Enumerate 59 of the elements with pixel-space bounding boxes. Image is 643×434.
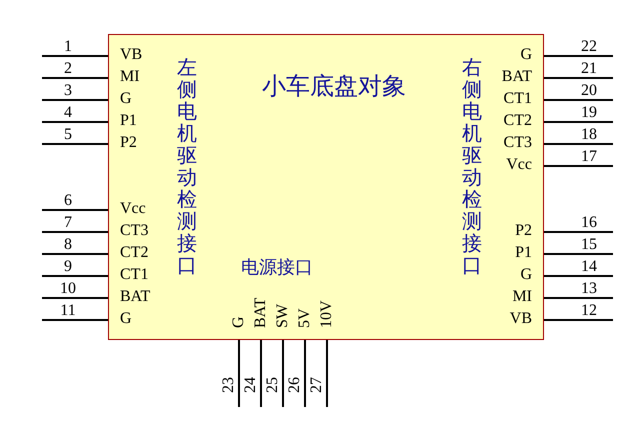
pin-number: 2 — [64, 61, 72, 77]
pin-number: 21 — [581, 61, 597, 77]
component-body — [108, 34, 544, 340]
pin-number: 6 — [64, 193, 72, 209]
pin-name: G — [120, 311, 132, 328]
pin-name: G — [520, 267, 532, 284]
vertical-heading: 右侧电机驱动检测接口 — [462, 57, 482, 277]
pin-number: 20 — [581, 83, 597, 99]
pin-name: 5V — [297, 308, 313, 328]
pin-number: 3 — [64, 83, 72, 99]
pin-name: 10V — [319, 300, 335, 328]
pin-name: G — [231, 316, 247, 328]
pin-name: CT2 — [504, 113, 532, 130]
pin-number: 9 — [64, 259, 72, 275]
pin-name: Vcc — [506, 157, 532, 174]
pin-name: SW — [275, 304, 291, 328]
pin-name: P1 — [120, 113, 137, 130]
pin-name: VB — [120, 47, 142, 64]
pin-number: 27 — [309, 377, 325, 393]
pin-name: CT3 — [504, 135, 532, 152]
pin-name: P1 — [515, 245, 532, 262]
pin-name: BAT — [502, 69, 532, 86]
pin-number: 15 — [581, 237, 597, 253]
pin-number: 5 — [64, 127, 72, 143]
pin-number: 10 — [60, 281, 76, 297]
pin-number: 17 — [581, 149, 597, 165]
pin-number: 4 — [64, 105, 72, 121]
pin-name: Vcc — [120, 201, 146, 218]
pin-number: 13 — [581, 281, 597, 297]
pin-name: P2 — [120, 135, 137, 152]
pin-name: VB — [510, 311, 532, 328]
pin-number: 18 — [581, 127, 597, 143]
pin-number: 16 — [581, 215, 597, 231]
pin-number: 22 — [581, 39, 597, 55]
pin-number: 7 — [64, 215, 72, 231]
pin-name: MI — [512, 289, 532, 306]
pin-number: 24 — [243, 377, 259, 393]
pin-number: 19 — [581, 105, 597, 121]
title-text: 小车底盘对象 — [262, 72, 406, 102]
pin-number: 23 — [221, 377, 237, 393]
section-heading: 电源接口 — [241, 256, 313, 279]
pin-name: MI — [120, 69, 140, 86]
pin-number: 26 — [287, 377, 303, 393]
pin-number: 8 — [64, 237, 72, 253]
pin-name: P2 — [515, 223, 532, 240]
pin-name: CT1 — [504, 91, 532, 108]
pin-name: CT1 — [120, 267, 148, 284]
pin-number: 11 — [60, 303, 76, 319]
pin-name: CT3 — [120, 223, 148, 240]
pin-number: 1 — [64, 39, 72, 55]
vertical-heading: 左侧电机驱动检测接口 — [177, 57, 197, 277]
pin-name: G — [520, 47, 532, 64]
pin-number: 25 — [265, 377, 281, 393]
pin-name: BAT — [253, 298, 269, 328]
pin-name: BAT — [120, 289, 150, 306]
pin-name: G — [120, 91, 132, 108]
pin-name: CT2 — [120, 245, 148, 262]
pin-number: 12 — [581, 303, 597, 319]
pin-number: 14 — [581, 259, 597, 275]
